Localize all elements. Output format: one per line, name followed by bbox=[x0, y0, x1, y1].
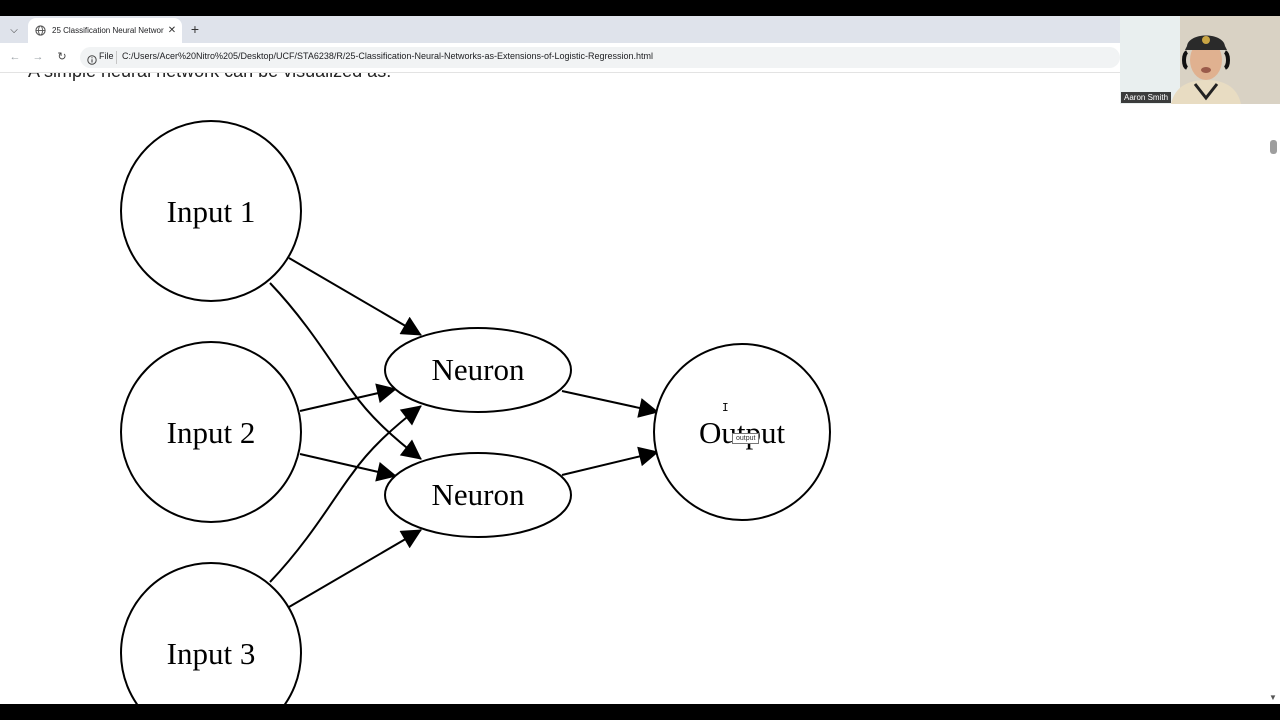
tab-search-button[interactable]: ⌵ bbox=[4, 20, 24, 40]
webcam-overlay: Aaron Smith bbox=[1120, 16, 1280, 104]
address-url[interactable]: C:/Users/Acer%20Nitro%205/Desktop/UCF/ST… bbox=[122, 51, 654, 61]
edge-input1-neuron1 bbox=[288, 257, 422, 336]
vertical-scrollbar[interactable]: ▼ bbox=[1266, 73, 1280, 704]
node-input1-label: Input 1 bbox=[167, 194, 256, 229]
presenter-name: Aaron Smith bbox=[1121, 92, 1172, 103]
tab-strip: ⌵ 25 Classification Neural Networ ✕ + bbox=[0, 16, 1280, 43]
node-input2-label: Input 2 bbox=[167, 415, 256, 450]
edge-neuron1-output bbox=[561, 390, 659, 418]
edge-input2-neuron1 bbox=[299, 383, 397, 412]
chevron-down-icon: ⌵ bbox=[10, 24, 18, 36]
globe-icon bbox=[34, 25, 46, 37]
text-cursor-icon: I bbox=[722, 401, 729, 414]
node-neuron1 bbox=[384, 327, 572, 413]
node-neuron1-label: Neuron bbox=[432, 352, 525, 387]
tab-active[interactable]: 25 Classification Neural Networ ✕ bbox=[28, 18, 182, 43]
plus-icon[interactable]: + bbox=[190, 21, 200, 37]
arrow-right-icon[interactable]: → bbox=[32, 51, 44, 63]
node-input2 bbox=[120, 341, 302, 523]
intro-text: A simple neural network can be visualize… bbox=[28, 73, 391, 82]
node-input3 bbox=[120, 562, 302, 704]
address-bar[interactable]: File C:/Users/Acer%20Nitro%205/Desktop/U… bbox=[80, 47, 1120, 68]
tooltip: output bbox=[732, 433, 760, 444]
edge-neuron2-output bbox=[561, 446, 659, 476]
edge-input3-neuron2 bbox=[288, 529, 422, 608]
browser-toolbar: ← → ↻ File C:/Users/Acer%20Nitro%205/Des… bbox=[0, 43, 1280, 73]
browser-window: ⌵ 25 Classification Neural Networ ✕ + ← … bbox=[0, 16, 1280, 704]
edge-input1-neuron2 bbox=[269, 282, 422, 460]
node-output-label: Output bbox=[699, 415, 786, 450]
node-input1 bbox=[120, 120, 302, 302]
scrollbar-thumb[interactable] bbox=[1270, 140, 1277, 154]
node-neuron2-label: Neuron bbox=[432, 477, 525, 512]
node-output[interactable] bbox=[653, 343, 831, 521]
presenter-video bbox=[1171, 35, 1241, 104]
tab-title: 25 Classification Neural Networ bbox=[52, 26, 164, 35]
edge-input3-neuron1 bbox=[269, 405, 422, 583]
address-scheme-label: File bbox=[99, 51, 114, 61]
neural-network-diagram: Input 1 Input 2 Input 3 Neuron Neuron Ou… bbox=[120, 120, 831, 704]
address-divider bbox=[116, 51, 117, 64]
edge-input2-neuron2 bbox=[299, 453, 397, 482]
reload-icon[interactable]: ↻ bbox=[57, 51, 67, 63]
scroll-down-arrow-icon[interactable]: ▼ bbox=[1269, 693, 1277, 702]
info-icon[interactable] bbox=[87, 52, 97, 65]
webcam-background-window bbox=[1120, 16, 1180, 104]
close-icon[interactable]: ✕ bbox=[167, 25, 177, 36]
node-input3-label: Input 3 bbox=[167, 636, 256, 671]
node-neuron2 bbox=[384, 452, 572, 538]
arrow-left-icon[interactable]: ← bbox=[9, 51, 21, 63]
page-content: A simple neural network can be visualize… bbox=[0, 73, 1266, 704]
